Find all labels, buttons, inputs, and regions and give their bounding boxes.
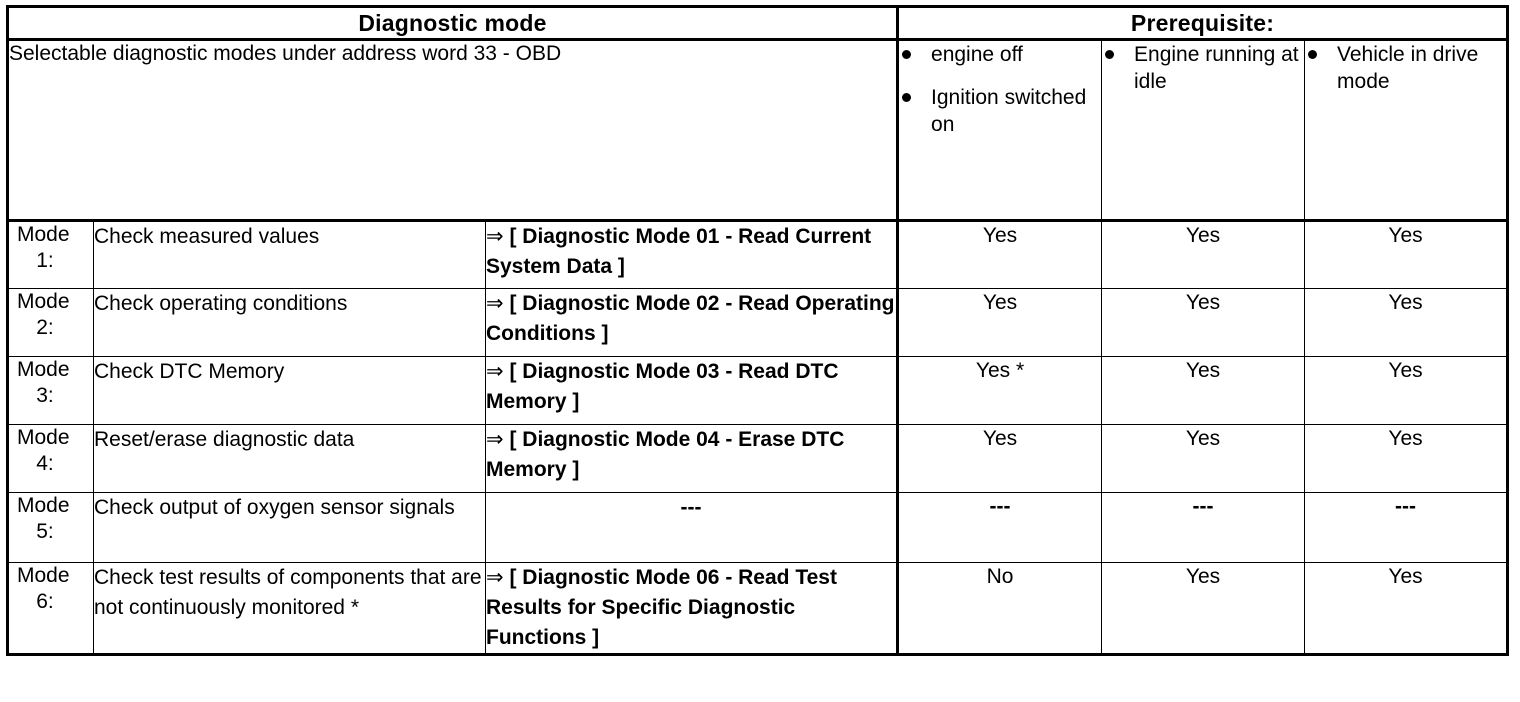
answer-engine-off-5: --- [897,492,1103,563]
mode-description-4: Reset/erase diagnostic data [93,424,486,493]
intro-text: Selectable diagnostic modes under addres… [6,39,900,222]
answer-drive-mode-1: Yes [1304,220,1509,289]
mode-number: 4: [36,452,54,475]
mode-word: Mode [17,358,70,381]
mode-number: 3: [36,384,54,407]
answer-engine-off-6: No [897,562,1103,655]
mode-description-6: Check test results of components that ar… [93,562,486,655]
mode-reference-5: --- [484,492,900,563]
reference-link[interactable]: [ Diagnostic Mode 04 - Erase DTC Memory … [486,428,845,481]
prerequisite-text: engine off [931,43,1023,66]
mode-number: 1: [36,249,54,272]
dash-text: --- [1395,495,1417,518]
mode-reference-2: ⇒ [ Diagnostic Mode 02 - Read Operating … [484,288,900,357]
answer-drive-mode-6: Yes [1304,562,1509,655]
answer-engine-idle-6: Yes [1101,562,1306,655]
mode-reference-4: ⇒ [ Diagnostic Mode 04 - Erase DTC Memor… [484,424,900,493]
table-header-row: Diagnostic mode Prerequisite: [6,6,1509,41]
table-row: Mode 6: Check test results of components… [7,562,1509,655]
mode-word: Mode [17,564,70,587]
empty-reference-dashes: --- [680,496,702,519]
answer-engine-idle-4: Yes [1101,424,1306,493]
table-row: Mode 1: Check measured values ⇒ [ Diagno… [7,220,1509,289]
double-arrow-icon: ⇒ [486,292,504,315]
double-arrow-icon: ⇒ [486,225,504,248]
list-item: Vehicle in drive mode [1305,41,1506,95]
table-row: Mode 3: Check DTC Memory ⇒ [ Diagnostic … [7,356,1509,425]
answer-engine-off-3: Yes * [897,356,1103,425]
mode-number: 6: [36,590,54,613]
table-row: Mode 4: Reset/erase diagnostic data ⇒ [ … [7,424,1509,493]
prerequisite-list-2: Engine running at idle [1102,41,1304,95]
answer-drive-mode-2: Yes [1304,288,1509,357]
mode-number: 5: [36,520,54,543]
mode-label-3: Mode 3: [7,356,94,425]
header-diagnostic-mode: Diagnostic mode [6,6,900,41]
mode-word: Mode [17,223,70,246]
mode-word: Mode [17,494,70,517]
answer-engine-off-4: Yes [897,424,1103,493]
bullet-icon [902,50,912,59]
table-row: Mode 5: Check output of oxygen sensor si… [7,492,1509,563]
double-arrow-icon: ⇒ [486,566,504,589]
mode-description-5: Check output of oxygen sensor signals [93,492,486,563]
reference-link[interactable]: [ Diagnostic Mode 03 - Read DTC Memory ] [486,360,839,413]
reference-link[interactable]: [ Diagnostic Mode 02 - Read Operating Co… [486,292,895,345]
reference-link[interactable]: [ Diagnostic Mode 06 - Read Test Results… [486,566,837,649]
answer-drive-mode-4: Yes [1304,424,1509,493]
prerequisite-col-3: Vehicle in drive mode [1304,39,1509,222]
prerequisite-text: Vehicle in drive mode [1337,43,1479,93]
mode-reference-1: ⇒ [ Diagnostic Mode 01 - Read Current Sy… [484,220,900,289]
list-item: Engine running at idle [1102,41,1304,95]
prerequisite-col-1: engine off Ignition switched on [897,39,1103,222]
bullet-icon [1105,50,1115,59]
mode-reference-3: ⇒ [ Diagnostic Mode 03 - Read DTC Memory… [484,356,900,425]
diagnostic-modes-table: Diagnostic mode Prerequisite: Selectable… [6,5,1510,656]
answer-engine-idle-5: --- [1101,492,1306,563]
mode-reference-6: ⇒ [ Diagnostic Mode 06 - Read Test Resul… [484,562,900,655]
mode-word: Mode [17,290,70,313]
answer-drive-mode-3: Yes [1304,356,1509,425]
prerequisite-col-2: Engine running at idle [1101,39,1306,222]
answer-engine-off-1: Yes [897,220,1103,289]
table-row: Mode 2: Check operating conditions ⇒ [ D… [7,288,1509,357]
mode-description-2: Check operating conditions [93,288,486,357]
bullet-icon [1308,50,1318,59]
prerequisite-list-1: engine off Ignition switched on [899,41,1101,138]
answer-engine-idle-3: Yes [1101,356,1306,425]
mode-label-2: Mode 2: [7,288,94,357]
reference-link[interactable]: [ Diagnostic Mode 01 - Read Current Syst… [486,225,872,278]
header-prerequisite: Prerequisite: [897,6,1509,41]
mode-label-4: Mode 4: [7,424,94,493]
list-item: engine off [899,41,1101,68]
answer-engine-idle-2: Yes [1101,288,1306,357]
mode-word: Mode [17,426,70,449]
bullet-icon [902,93,912,102]
list-item: Ignition switched on [899,84,1101,138]
mode-description-1: Check measured values [93,220,486,289]
mode-label-5: Mode 5: [7,492,94,563]
mode-description-3: Check DTC Memory [93,356,486,425]
prerequisite-text: Ignition switched on [931,86,1087,136]
mode-label-6: Mode 6: [7,562,94,655]
prerequisite-text: Engine running at idle [1134,43,1299,93]
mode-number: 2: [36,316,54,339]
double-arrow-icon: ⇒ [486,428,504,451]
table-intro-row: Selectable diagnostic modes under addres… [6,39,1509,222]
answer-engine-idle-1: Yes [1101,220,1306,289]
prerequisite-list-3: Vehicle in drive mode [1305,41,1506,95]
dash-text: --- [1192,495,1214,518]
answer-engine-off-2: Yes [897,288,1103,357]
dash-text: --- [989,495,1011,518]
answer-drive-mode-5: --- [1304,492,1509,563]
mode-label-1: Mode 1: [7,220,94,289]
double-arrow-icon: ⇒ [486,360,504,383]
